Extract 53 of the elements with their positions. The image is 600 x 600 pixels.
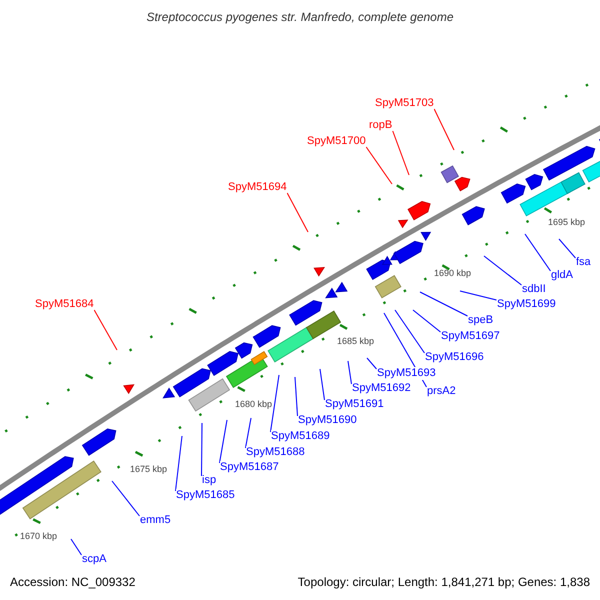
leader-line — [219, 420, 228, 464]
leader-line — [286, 192, 308, 232]
leader-line — [320, 368, 325, 400]
scale-label: 1670 kbp — [20, 530, 58, 543]
leader-line — [484, 256, 522, 286]
leader-line — [412, 310, 441, 332]
gene-label: SpyM51690 — [298, 414, 357, 427]
leader-line — [201, 422, 202, 476]
scale-label: 1680 kbp — [235, 398, 272, 411]
scale-label: 1675 kbp — [130, 463, 168, 476]
leader-line — [434, 108, 454, 150]
gene-label: SpyM51696 — [425, 351, 484, 364]
leader-line — [392, 130, 410, 176]
gene-label: isp — [202, 474, 216, 487]
gene-label: SpyM51694 — [228, 181, 287, 194]
gene-label: SpyM51684 — [35, 298, 94, 311]
gene-label: prsA2 — [427, 385, 456, 398]
leader-line — [366, 358, 377, 370]
leader-line — [112, 480, 140, 516]
accession-text: Accession: NC_009332 — [10, 575, 136, 589]
leader-line — [420, 292, 468, 316]
gene-label: SpyM51691 — [325, 398, 384, 411]
scale-label: 1690 kbp — [434, 267, 472, 280]
gene-label: speB — [468, 314, 494, 327]
leader-line — [394, 310, 425, 354]
leader-line — [175, 436, 182, 492]
leader-line — [70, 538, 82, 556]
scale-label: 1685 kbp — [337, 335, 374, 348]
gene-label: SpyM51687 — [220, 461, 279, 474]
leader-line — [558, 238, 576, 258]
gene-label: SpyM51700 — [307, 135, 366, 148]
genome-stats-text: Topology: circular; Length: 1,841,271 bp; Genes: 1,838 — [298, 575, 590, 589]
gene-label: SpyM51689 — [271, 430, 330, 443]
leader-line — [366, 146, 392, 184]
gene-label: SpyM51703 — [375, 97, 434, 110]
leader-line — [524, 234, 551, 272]
gene-label: SpyM51697 — [441, 330, 500, 343]
leader-line — [94, 310, 118, 350]
gene-label: SpyM51699 — [497, 298, 556, 311]
leader-line — [294, 376, 298, 416]
leader-line — [270, 374, 280, 432]
gene-label: scpA — [82, 553, 106, 566]
gene-label: SpyM51688 — [246, 446, 305, 459]
leader-line — [245, 418, 252, 448]
gene-label: SpyM51693 — [377, 367, 436, 380]
gene-label: gldA — [551, 269, 574, 282]
gene-label: ropB — [369, 119, 392, 132]
gene-label: SpyM51685 — [176, 489, 235, 502]
scale-label: 1695 kbp — [548, 216, 586, 229]
gene-label: SpyM51692 — [352, 382, 411, 395]
title: Streptococcus pyogenes str. Manfredo, complete genome — [145, 11, 455, 24]
leader-line — [460, 290, 497, 300]
leader-line — [348, 360, 352, 384]
